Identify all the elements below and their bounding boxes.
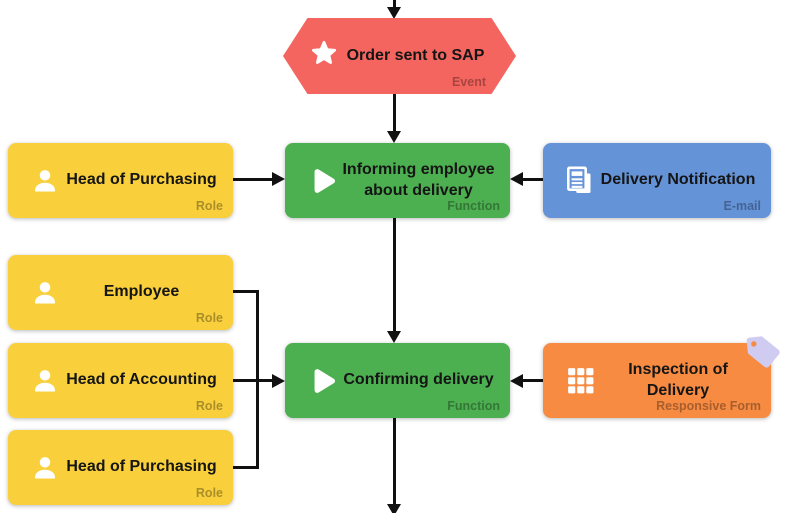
node-title: Informing employee about delivery bbox=[342, 161, 495, 199]
connector-role1-to-function1 bbox=[233, 177, 273, 181]
node-role-head-of-accounting[interactable]: Head of Accounting Role bbox=[8, 343, 233, 418]
arrowhead-email1-function1 bbox=[510, 172, 523, 186]
node-type-label: Role bbox=[195, 486, 223, 500]
node-role-employee[interactable]: Employee Role bbox=[8, 255, 233, 330]
arrowhead-into-function1 bbox=[387, 131, 401, 143]
tag-icon bbox=[743, 331, 785, 378]
node-title: Inspection of Delivery bbox=[628, 361, 728, 399]
node-function-confirming-delivery[interactable]: Confirming delivery Function bbox=[285, 343, 510, 418]
connector-role3-to-function2 bbox=[233, 379, 273, 382]
connector-function2-out bbox=[392, 418, 396, 505]
node-type-label: Role bbox=[195, 311, 223, 325]
play-icon bbox=[303, 362, 341, 400]
person-icon bbox=[26, 162, 64, 200]
node-type-label: Role bbox=[195, 199, 223, 213]
node-title: Head of Purchasing bbox=[66, 171, 217, 189]
connector-role4-branch bbox=[233, 466, 258, 469]
grid-icon bbox=[561, 362, 599, 400]
connector-event-to-function1 bbox=[392, 94, 396, 132]
node-title: Order sent to SAP bbox=[346, 47, 485, 64]
play-icon bbox=[303, 162, 341, 200]
node-type-label: Event bbox=[451, 75, 486, 89]
node-title: Employee bbox=[103, 283, 180, 301]
pages-icon bbox=[561, 162, 599, 200]
connector-form1-to-function2 bbox=[522, 379, 543, 382]
node-function-informing-employee[interactable]: Informing employee about delivery Functi… bbox=[285, 143, 510, 218]
person-icon bbox=[26, 362, 64, 400]
node-form-inspection-of-delivery[interactable]: Inspection of Delivery Responsive Form bbox=[543, 336, 780, 418]
arrowhead-into-function2 bbox=[387, 331, 401, 343]
node-title: Head of Purchasing bbox=[66, 458, 217, 476]
node-title: Delivery Notification bbox=[600, 171, 756, 189]
node-email-delivery-notification[interactable]: Delivery Notification E-mail bbox=[543, 143, 771, 218]
node-title: Confirming delivery bbox=[343, 371, 494, 389]
node-type-label: Function bbox=[447, 199, 500, 213]
node-type-label: Function bbox=[447, 399, 500, 413]
arrowhead-form1-function2 bbox=[510, 373, 523, 388]
node-event-order-sent-to-sap[interactable]: Order sent to SAP Event bbox=[283, 18, 516, 94]
person-icon bbox=[26, 449, 64, 487]
arrowhead-roles-function2 bbox=[272, 373, 285, 388]
node-type-label: Role bbox=[195, 399, 223, 413]
node-type-label: E-mail bbox=[723, 199, 761, 213]
connector-function1-to-function2 bbox=[392, 218, 396, 332]
node-role-head-of-purchasing-1[interactable]: Head of Purchasing Role bbox=[8, 143, 233, 218]
node-role-head-of-purchasing-2[interactable]: Head of Purchasing Role bbox=[8, 430, 233, 505]
arrowhead-role1-function1 bbox=[272, 172, 285, 186]
arrowhead-into-event bbox=[387, 7, 401, 19]
connector-role2-branch bbox=[233, 290, 258, 293]
star-icon bbox=[309, 39, 339, 74]
connector-email1-to-function1 bbox=[522, 177, 543, 181]
connector-top-in bbox=[392, 0, 396, 8]
node-type-label: Responsive Form bbox=[656, 399, 761, 413]
person-icon bbox=[26, 274, 64, 312]
node-title: Head of Accounting bbox=[66, 371, 217, 389]
arrowhead-bottom-out bbox=[387, 504, 401, 513]
